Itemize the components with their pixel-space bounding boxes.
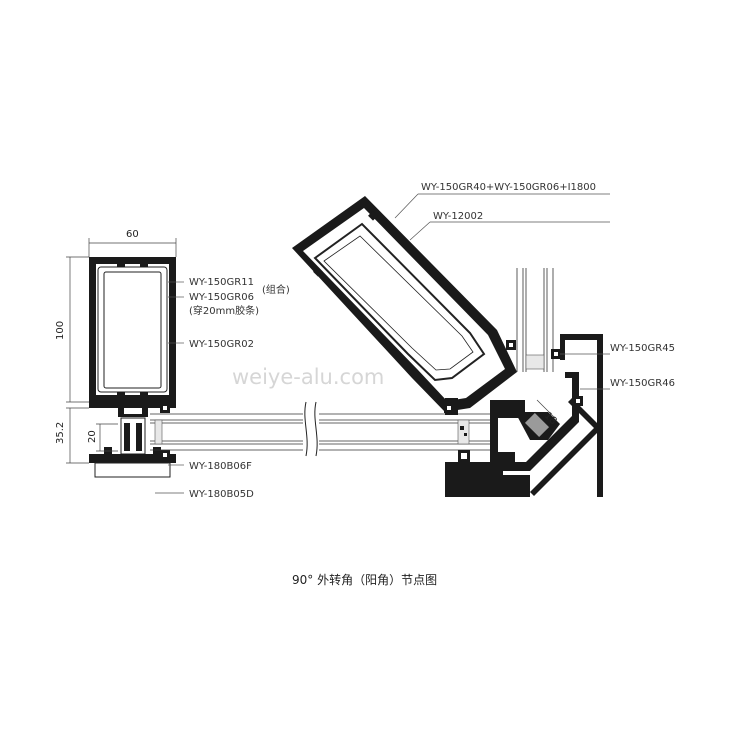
label-wy-150gr02: WY-150GR02 (189, 339, 254, 350)
leader-lines (155, 193, 610, 494)
dimension-height-35-2: 35.2 (55, 407, 89, 464)
angled-mullion (292, 196, 517, 415)
label-wy-150gr40: WY-150GR40+WY-150GR06+I1800 (421, 182, 596, 193)
label-wy-150gr11: WY-150GR11 (189, 277, 254, 288)
label-wy-150gr06-note: (穿20mm胶条) (189, 304, 259, 317)
label-wy-180b06f: WY-180B06F (189, 461, 252, 472)
dimension-width-60: 60 (88, 229, 177, 257)
label-wy-150gr46: WY-150GR46 (610, 378, 675, 389)
glass-panel (150, 400, 495, 457)
label-wy-12002: WY-12002 (433, 211, 483, 222)
label-wy-150gr45: WY-150GR45 (610, 343, 675, 354)
dim-60-text: 60 (126, 229, 139, 240)
dimension-height-20: 20 (87, 423, 118, 452)
dim-35-2-text: 35.2 (55, 422, 66, 444)
left-mullion (89, 257, 176, 478)
corner-frame: 18 (445, 268, 603, 497)
dimension-height-100: 100 (55, 256, 89, 403)
dim-100-text: 100 (55, 321, 66, 340)
dim-20-text: 20 (87, 430, 98, 443)
watermark: weiye-alu.com (232, 365, 384, 389)
label-wy-150gr06: WY-150GR06 (189, 292, 254, 303)
caption: 90° 外转角（阳角）节点图 (292, 572, 437, 587)
label-wy-180b05d: WY-180B05D (189, 489, 254, 500)
label-wy-150gr11-note: (组合) (262, 283, 290, 296)
